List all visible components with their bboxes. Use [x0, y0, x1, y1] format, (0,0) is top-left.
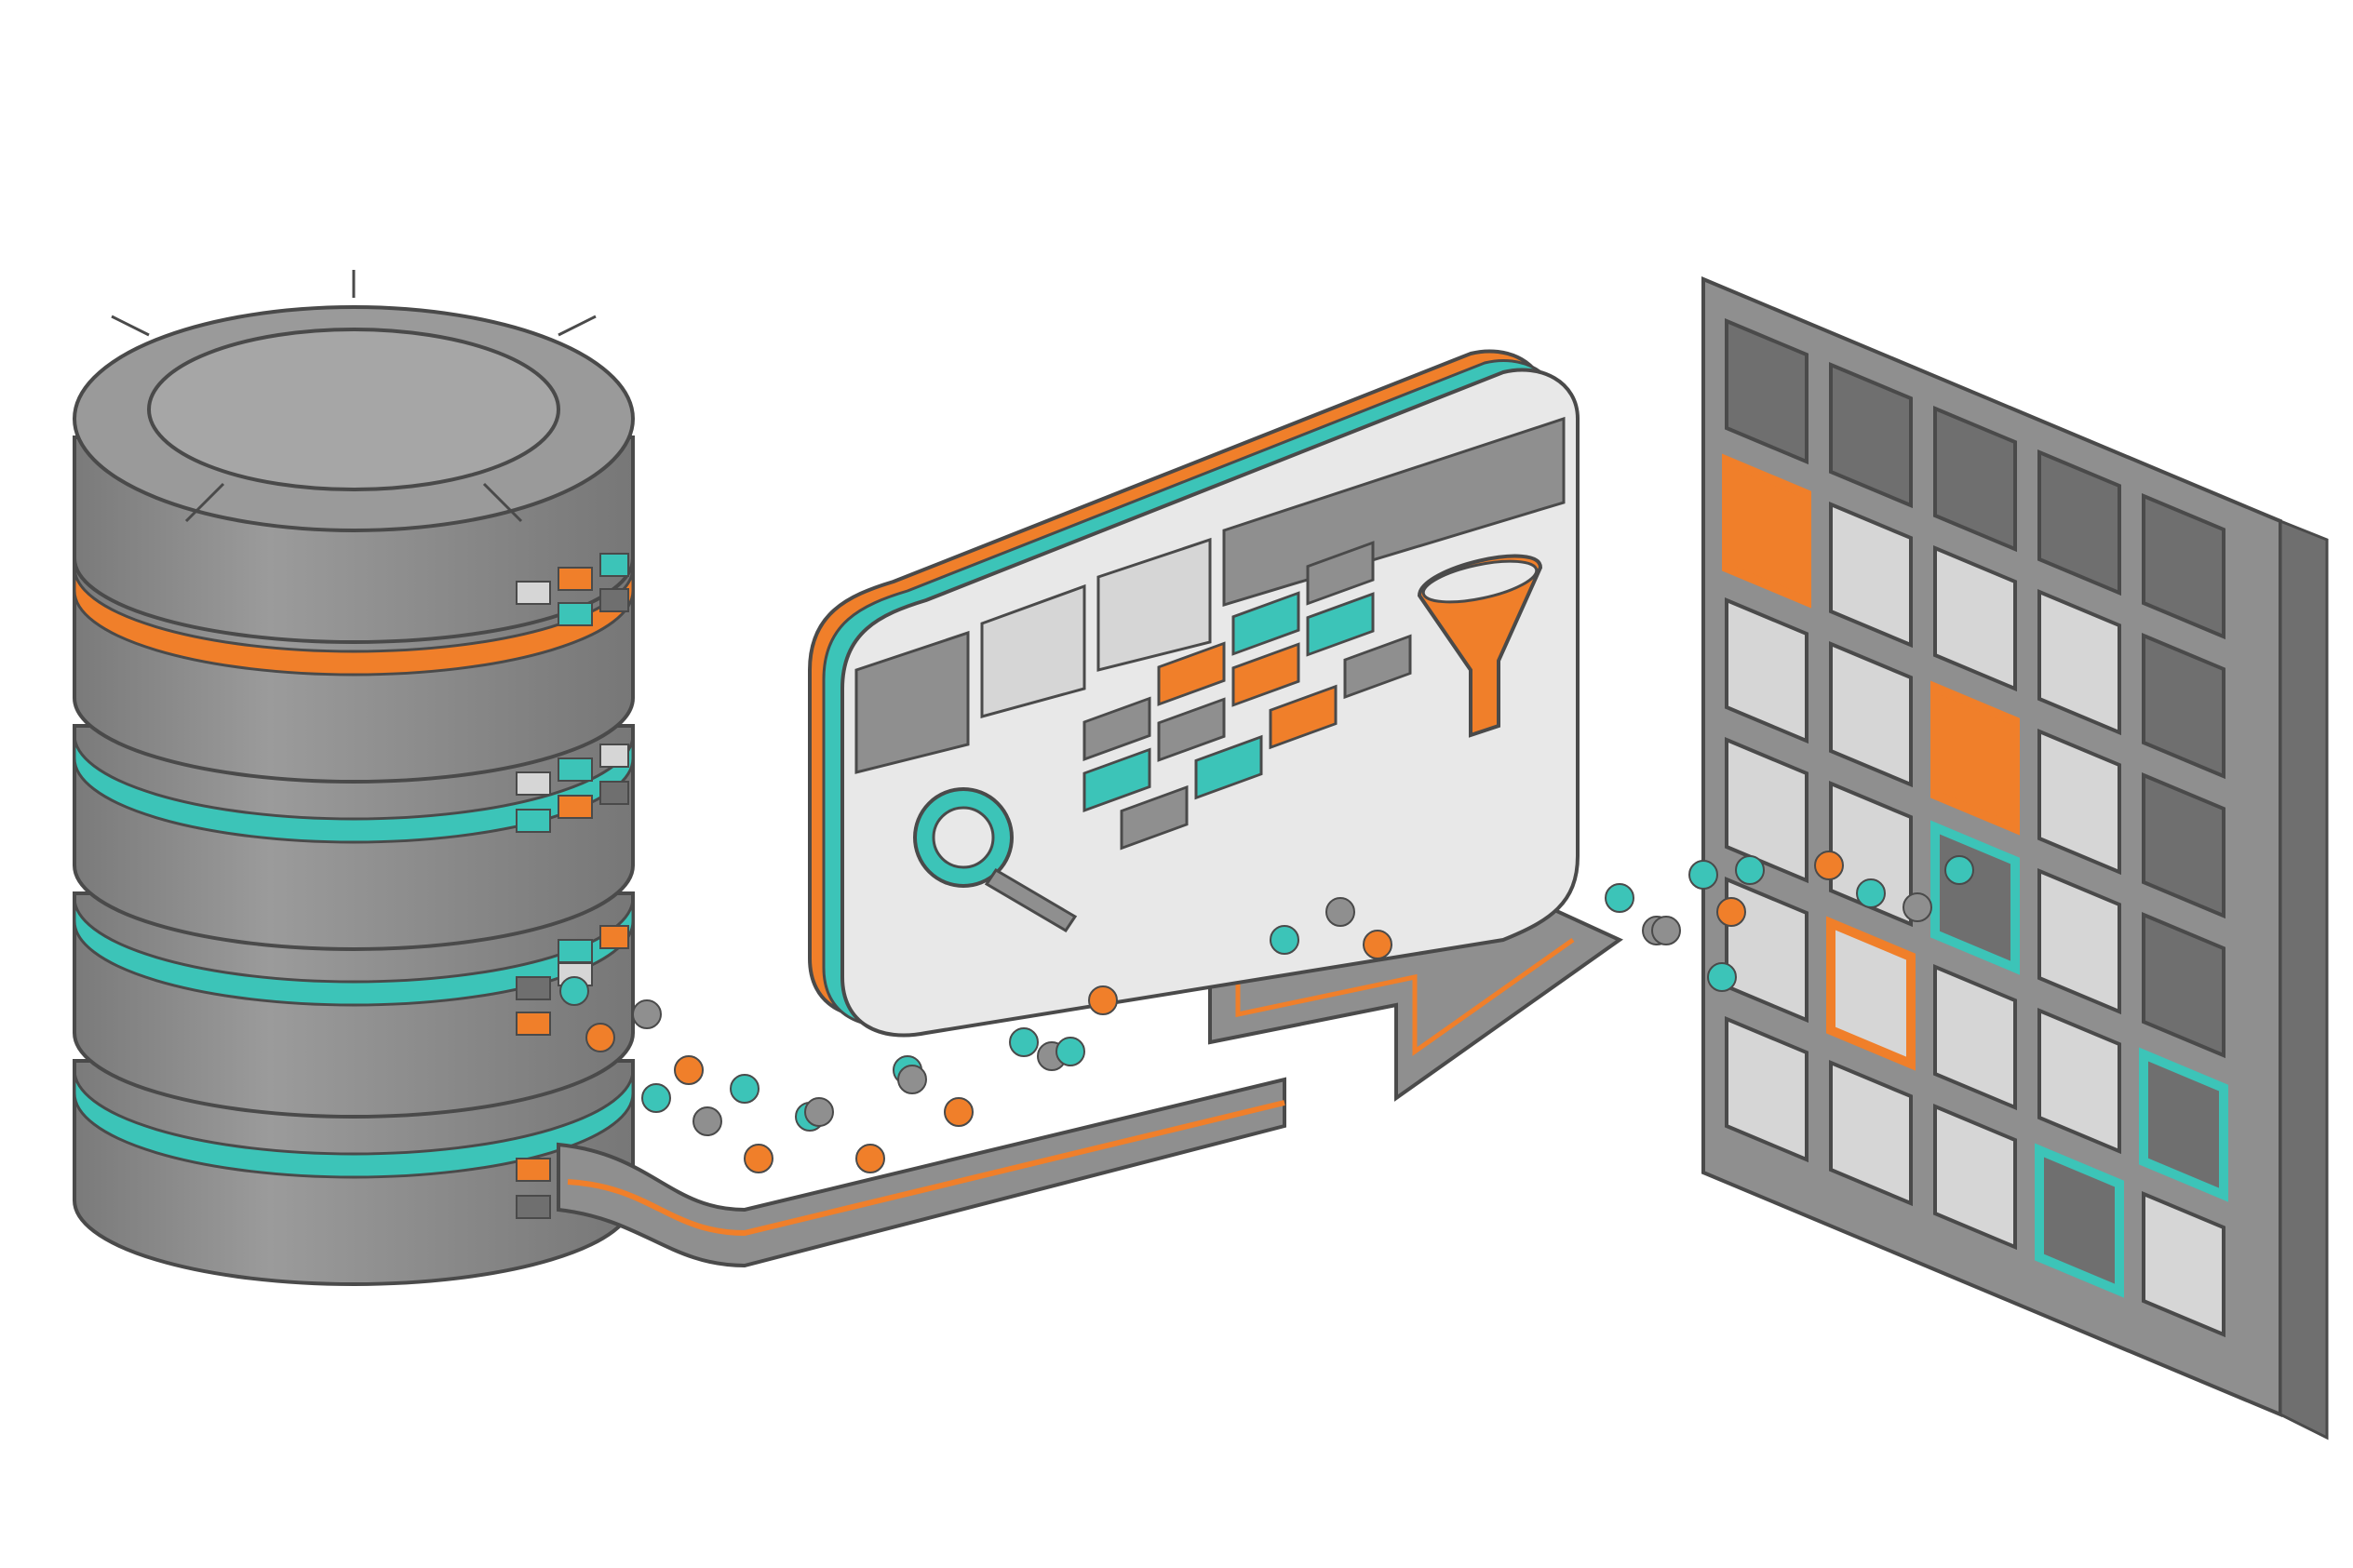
data-particle	[1325, 897, 1355, 927]
grid-cell	[1933, 963, 2017, 1111]
data-particle	[1605, 883, 1634, 913]
data-particle	[730, 1074, 760, 1104]
grid-cell	[2142, 492, 2225, 640]
data-particle	[897, 1065, 927, 1094]
grid-cell	[1725, 317, 1808, 465]
data-particle	[585, 1023, 615, 1052]
data-particle	[1688, 860, 1718, 890]
data-particle	[1903, 892, 1932, 922]
grid-cells	[1722, 317, 2228, 1338]
data-particle	[944, 1097, 974, 1127]
database-disk	[73, 1059, 635, 1286]
data-particle	[1009, 1027, 1039, 1057]
grid-icon	[1701, 275, 2329, 1441]
grid-cell	[1725, 1015, 1808, 1163]
data-particle	[1856, 878, 1886, 908]
grid-cell	[1829, 501, 1913, 649]
magnifier-icon	[913, 787, 1078, 933]
tag-cluster-icon	[1082, 541, 1412, 851]
data-particles	[559, 851, 1974, 1173]
data-particle	[1814, 851, 1844, 880]
grid-cell-highlighted	[1826, 916, 1916, 1071]
data-particle	[1270, 925, 1299, 955]
grid-cell	[2037, 449, 2121, 596]
funnel-icon	[1417, 554, 1543, 738]
data-particle	[1088, 985, 1118, 1015]
data-particle	[1716, 897, 1746, 927]
data-particle	[1707, 962, 1737, 992]
grid-cell	[1829, 361, 1913, 509]
grid-cell	[2037, 588, 2121, 736]
grid-cell	[2037, 1007, 2121, 1155]
data-particle	[804, 1097, 834, 1127]
data-particle	[855, 1144, 885, 1173]
grid-cell	[1933, 405, 2017, 553]
data-particle	[1651, 916, 1681, 945]
grid-cell-highlighted	[2035, 1143, 2124, 1298]
grid-cell	[1829, 640, 1913, 788]
database-icon	[73, 270, 635, 1286]
data-particle	[632, 999, 662, 1029]
grid-cell	[2142, 632, 2225, 780]
grid-cell	[1725, 596, 1808, 744]
grid-cell-highlighted	[2139, 1047, 2228, 1202]
data-particle	[1944, 855, 1974, 885]
query-panel	[808, 349, 1580, 1038]
database-disk	[73, 891, 635, 1119]
grid-cell	[2037, 728, 2121, 876]
grid-cell	[1725, 736, 1808, 884]
data-particle	[692, 1106, 722, 1136]
grid-cell	[1933, 544, 2017, 692]
grid-cell-highlighted	[1930, 680, 2020, 836]
database-disk	[73, 724, 635, 951]
grid-cell	[2037, 867, 2121, 1015]
data-particle	[1735, 855, 1765, 885]
grid-cell	[1725, 876, 1808, 1024]
status-lights	[516, 553, 629, 1219]
grid-cell	[1829, 1059, 1913, 1207]
data-particle	[559, 976, 589, 1006]
data-particle	[641, 1083, 671, 1113]
grid-cell	[2142, 1190, 2225, 1338]
data-particle	[674, 1055, 704, 1085]
panel-tabs	[854, 416, 1566, 774]
grid-cell	[2142, 911, 2225, 1059]
database-top	[73, 270, 635, 644]
flow-pipe	[557, 1077, 1286, 1268]
grid-cell	[1933, 1103, 2017, 1251]
data-particle	[1055, 1037, 1085, 1066]
data-particle	[744, 1144, 773, 1173]
data-particle	[1363, 930, 1392, 959]
grid-cell	[2142, 771, 2225, 919]
grid-cell-highlighted	[1722, 453, 1811, 609]
